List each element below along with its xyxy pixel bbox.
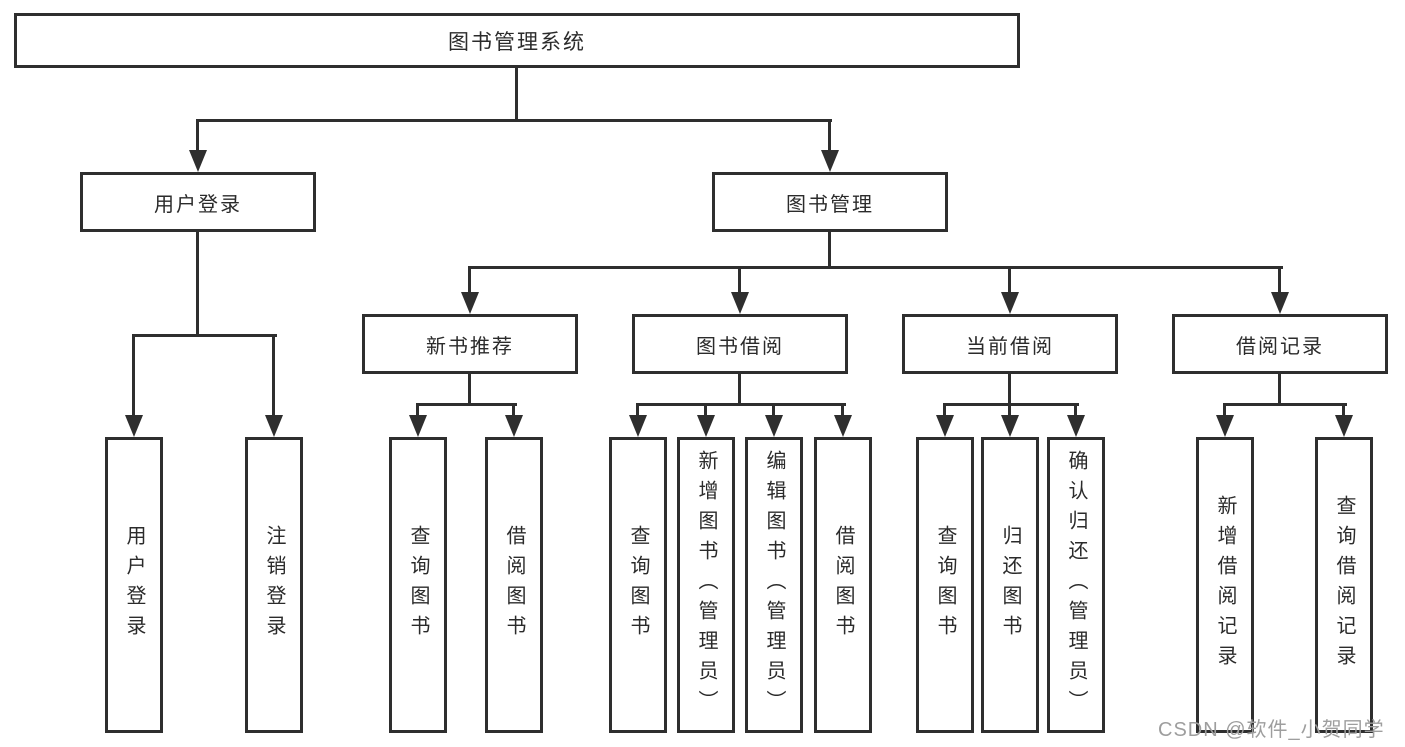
leaf-return-books: 归还图书 <box>981 437 1039 733</box>
node-book-management: 图书管理 <box>712 172 948 232</box>
arrow-down-icon <box>189 150 207 172</box>
connector-root-bar <box>196 119 832 122</box>
node-current-borrowing: 当前借阅 <box>902 314 1118 374</box>
arrow-down-icon <box>125 415 143 437</box>
arrow-down-icon <box>265 415 283 437</box>
leaf-query-books-borrowing: 查询图书 <box>609 437 667 733</box>
leaf-borrow-books-borrowing: 借阅图书 <box>814 437 872 733</box>
connector-drop-leaf <box>772 403 775 419</box>
connector-drop-l3 <box>468 266 471 296</box>
connector-drop-leaf <box>272 334 275 419</box>
connector-drop-l3 <box>1008 266 1011 296</box>
connector-drop-leaf <box>704 403 707 419</box>
leaf-add-book-admin: 新增图书（管理员） <box>677 437 735 733</box>
connector-records-trunk <box>1278 374 1281 406</box>
leaf-edit-book-admin: 编辑图书（管理员） <box>745 437 803 733</box>
arrow-down-icon <box>629 415 647 437</box>
connector-drop-book-management <box>828 119 831 155</box>
node-borrowing-records: 借阅记录 <box>1172 314 1388 374</box>
connector-drop-leaf <box>1008 403 1011 419</box>
connector-drop-leaf <box>1342 403 1345 419</box>
leaf-query-books-current: 查询图书 <box>916 437 974 733</box>
leaf-add-borrow-record: 新增借阅记录 <box>1196 437 1254 733</box>
connector-borrowing-trunk <box>738 374 741 406</box>
arrow-down-icon <box>1335 415 1353 437</box>
connector-user-login-bar <box>132 334 277 337</box>
arrow-down-icon <box>1271 292 1289 314</box>
arrow-down-icon <box>765 415 783 437</box>
arrow-down-icon <box>1067 415 1085 437</box>
leaf-user-login: 用户登录 <box>105 437 163 733</box>
connector-drop-leaf <box>1074 403 1077 419</box>
arrow-down-icon <box>461 292 479 314</box>
arrow-down-icon <box>1001 292 1019 314</box>
connector-current-bar <box>943 403 1079 406</box>
arrow-down-icon <box>731 292 749 314</box>
connector-drop-user-login <box>196 119 199 155</box>
connector-records-bar <box>1223 403 1347 406</box>
node-new-book-recommendation: 新书推荐 <box>362 314 578 374</box>
node-book-borrowing: 图书借阅 <box>632 314 848 374</box>
leaf-query-borrow-record: 查询借阅记录 <box>1315 437 1373 733</box>
connector-book-management-trunk <box>828 232 831 268</box>
leaf-query-books-recommend: 查询图书 <box>389 437 447 733</box>
connector-user-login-trunk <box>196 232 199 336</box>
arrow-down-icon <box>409 415 427 437</box>
connector-drop-leaf <box>416 403 419 419</box>
connector-borrowing-bar <box>636 403 846 406</box>
connector-drop-l3 <box>738 266 741 296</box>
connector-drop-leaf <box>1223 403 1226 419</box>
connector-drop-leaf <box>943 403 946 419</box>
connector-level3-bar <box>468 266 1283 269</box>
connector-root-trunk <box>515 68 518 120</box>
connector-recommend-trunk <box>468 374 471 406</box>
arrow-down-icon <box>1001 415 1019 437</box>
arrow-down-icon <box>1216 415 1234 437</box>
arrow-down-icon <box>936 415 954 437</box>
connector-drop-leaf <box>132 334 135 419</box>
leaf-borrow-books-recommend: 借阅图书 <box>485 437 543 733</box>
connector-drop-l3 <box>1278 266 1281 296</box>
leaf-confirm-return-admin: 确认归还（管理员） <box>1047 437 1105 733</box>
arrow-down-icon <box>505 415 523 437</box>
connector-current-trunk <box>1008 374 1011 406</box>
connector-drop-leaf <box>841 403 844 419</box>
connector-recommend-bar <box>416 403 517 406</box>
node-user-login: 用户登录 <box>80 172 316 232</box>
arrow-down-icon <box>821 150 839 172</box>
arrow-down-icon <box>697 415 715 437</box>
arrow-down-icon <box>834 415 852 437</box>
leaf-logout: 注销登录 <box>245 437 303 733</box>
connector-drop-leaf <box>636 403 639 419</box>
watermark: CSDN @软件_小贺同学 <box>1158 719 1385 741</box>
node-library-management-system: 图书管理系统 <box>14 13 1020 68</box>
connector-drop-leaf <box>512 403 515 419</box>
